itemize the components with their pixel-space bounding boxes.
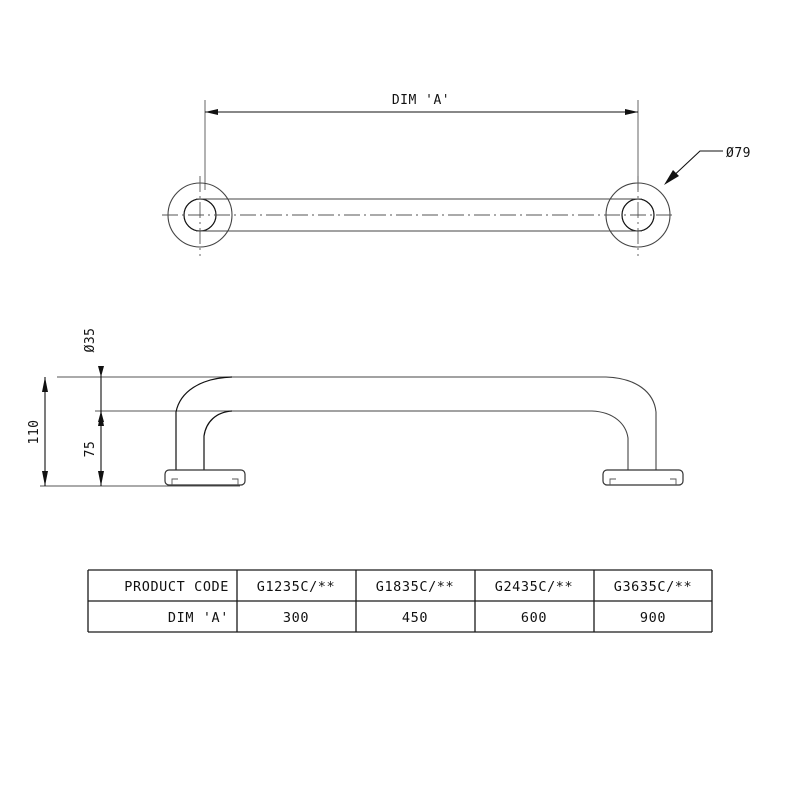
dim-75-label: 75	[83, 441, 98, 458]
table-cell-dim-1: 300	[283, 610, 309, 626]
dim-75-arrow-bottom-icon	[98, 471, 104, 486]
dia79-leader-line	[667, 150, 723, 182]
elev-left-plate-notch-b	[232, 478, 239, 485]
table-cell-code-2: G1835C/**	[376, 579, 455, 595]
dim-110-label: 110	[27, 420, 42, 445]
dim-35-label: Ø35	[83, 328, 98, 353]
dia79-label: Ø79	[726, 146, 751, 161]
plan-view: DIM 'A' Ø79	[162, 93, 751, 256]
table-row-label-dim-a: DIM 'A'	[168, 610, 229, 626]
table-cell-dim-4: 900	[640, 610, 666, 626]
dim-a-arrow-right-icon	[625, 109, 638, 115]
table-cell-dim-2: 450	[402, 610, 428, 626]
dim-a-label: DIM 'A'	[392, 93, 450, 108]
elev-left-plate-notch-a	[171, 478, 178, 485]
table-cell-code-4: G3635C/**	[614, 579, 693, 595]
elev-right-plate-notch-a	[609, 478, 616, 485]
elev-right-plate-notch-b	[670, 478, 677, 485]
dia79-arrow-icon	[664, 170, 679, 185]
elev-right-outer-bend	[606, 377, 656, 470]
dim-110-arrow-bottom-icon	[42, 471, 48, 486]
product-code-table: PRODUCT CODE G1235C/** G1835C/** G2435C/…	[87, 569, 713, 633]
dim-35-arrow-bottom-icon	[98, 411, 104, 422]
table-cell-dim-3: 600	[521, 610, 547, 626]
table-cell-code-3: G2435C/**	[495, 579, 574, 595]
elev-right-inner-bend	[592, 411, 628, 470]
elev-left-inner-bend	[203, 410, 233, 470]
dim-110-arrow-top-icon	[42, 377, 48, 392]
dim-35-arrow-top-icon	[98, 366, 104, 377]
side-elevation-view: 110 75 Ø35	[27, 328, 684, 487]
elev-right-base-plate	[602, 469, 684, 486]
elev-left-outer-bend	[175, 376, 233, 470]
dim-a-arrow-left-icon	[205, 109, 218, 115]
table-cell-code-1: G1235C/**	[257, 579, 336, 595]
table-row-label-product-code: PRODUCT CODE	[124, 579, 229, 595]
elev-left-base-plate	[164, 469, 246, 486]
